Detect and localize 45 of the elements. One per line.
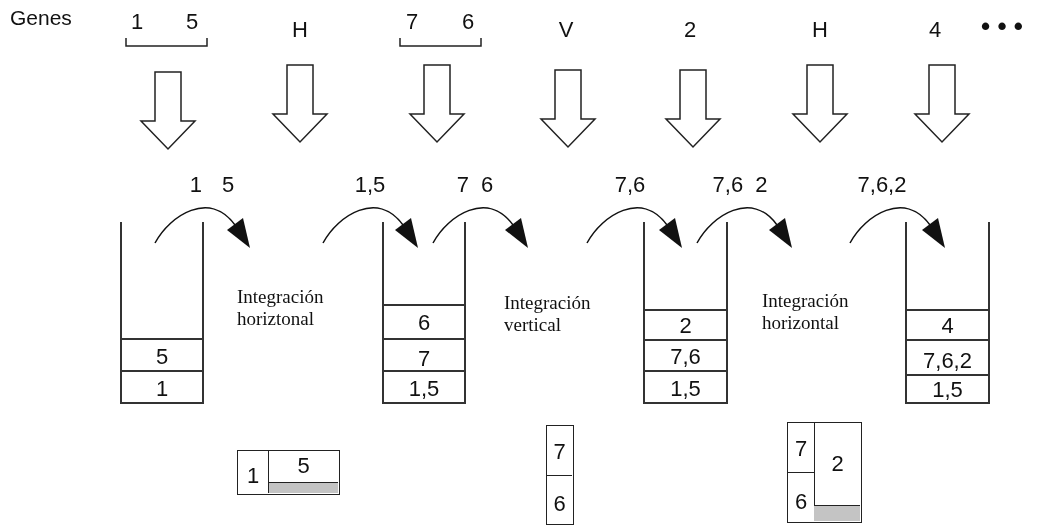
- stack-slot: 1: [122, 370, 202, 404]
- stack-container: [382, 222, 466, 404]
- stack-container: [905, 222, 990, 404]
- annotation-text: Integración horizontal: [762, 290, 850, 334]
- annotation-text: Integración vertical: [504, 292, 592, 336]
- filler-bar: [269, 482, 338, 493]
- gene-label: 7,6,2: [857, 172, 907, 198]
- gene-label: 7,6 2: [712, 172, 768, 198]
- gene-label: 7,6: [614, 172, 646, 198]
- gene-label: • • •: [981, 12, 1023, 42]
- stack-slot: 6: [384, 304, 464, 338]
- stack-container: [643, 222, 728, 404]
- stack-slot: 5: [122, 338, 202, 370]
- gene-label: 5: [185, 9, 199, 35]
- gene-grid: [787, 422, 862, 523]
- gene-label: 1 5: [189, 172, 235, 198]
- stack-slot: 6: [547, 476, 572, 523]
- gene-grid: [237, 450, 340, 495]
- gene-label: 7: [405, 9, 419, 35]
- gene-label: 7 6: [456, 172, 494, 198]
- stack-slot: 4: [907, 309, 988, 339]
- gene-grid: [546, 425, 574, 525]
- stack-slot: 7: [788, 423, 814, 473]
- stack-slot: 5: [269, 451, 338, 482]
- gene-label: H: [292, 17, 308, 43]
- gene-label: H: [812, 17, 828, 43]
- filler-bar: [814, 505, 860, 521]
- stack-slot: 7,6: [645, 339, 726, 370]
- stack-slot: 7: [547, 426, 572, 476]
- stack-slot: 2: [645, 309, 726, 339]
- stack-slot: 7: [384, 338, 464, 370]
- gene-label: 1,5: [354, 172, 386, 198]
- stack-slot: 1,5: [384, 370, 464, 404]
- stack-container: [120, 222, 204, 404]
- gene-label: V: [558, 17, 574, 43]
- gene-label: 1: [130, 9, 144, 35]
- stack-slot: 6: [788, 473, 814, 521]
- gene-label: 4: [928, 17, 942, 43]
- stack-slot: 1,5: [907, 374, 988, 404]
- stack-slot: 7,6,2: [907, 339, 988, 374]
- gene-label: 6: [461, 9, 475, 35]
- stack-slot: 1,5: [645, 370, 726, 404]
- annotation-text: Integración horiztonal: [237, 286, 325, 330]
- gene-label: 2: [683, 17, 697, 43]
- gene-label: Genes: [10, 6, 72, 31]
